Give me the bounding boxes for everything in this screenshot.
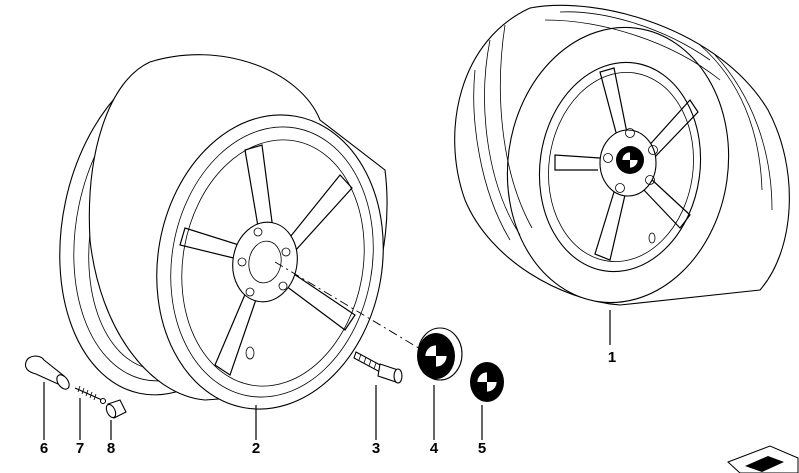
complete-wheel-drawing bbox=[454, 4, 790, 306]
valve-cap-drawing bbox=[105, 399, 127, 419]
page-corner-icon bbox=[727, 445, 799, 473]
callout-8: 8 bbox=[106, 440, 116, 457]
emblem-drawing bbox=[470, 362, 504, 402]
wheel-bolt-drawing bbox=[353, 351, 403, 384]
callout-2: 2 bbox=[251, 440, 261, 457]
callout-7: 7 bbox=[75, 440, 85, 457]
callout-3: 3 bbox=[371, 440, 381, 457]
hub-cap-drawing bbox=[417, 327, 463, 381]
valve-insert-drawing bbox=[74, 385, 107, 405]
callout-5: 5 bbox=[477, 440, 487, 457]
leader-lines bbox=[43, 310, 611, 440]
valve-drawing bbox=[24, 355, 70, 390]
callout-4: 4 bbox=[429, 440, 439, 457]
callout-6: 6 bbox=[39, 440, 49, 457]
rim-drawing bbox=[59, 54, 388, 410]
callout-1: 1 bbox=[607, 349, 617, 366]
